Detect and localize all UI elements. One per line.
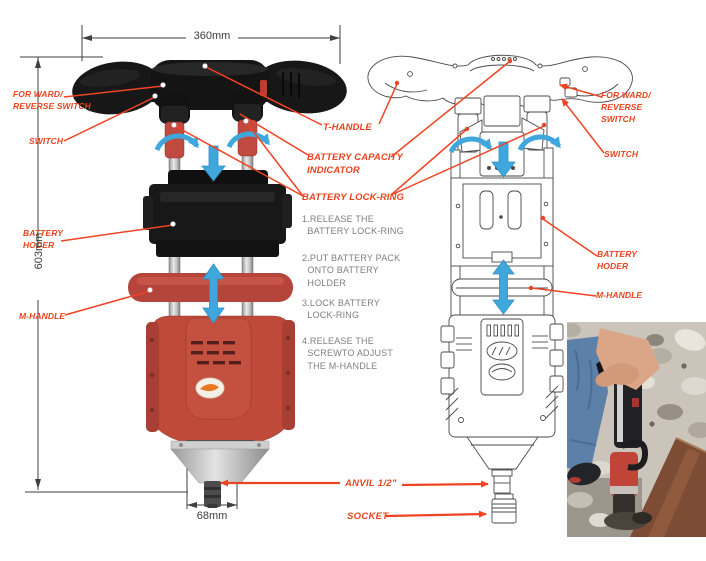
label-t-handle: T-HANDLE bbox=[323, 122, 372, 133]
label-battery-holder-left: BATTERY HODER bbox=[23, 228, 64, 250]
motor-body-shape bbox=[146, 315, 295, 449]
up-down-arrow-icon bbox=[202, 263, 225, 324]
instruction-step-3: 3.LOCK BATTERY LOCK-RING bbox=[302, 298, 380, 321]
leader-lines bbox=[60, 58, 605, 518]
rotation-arrow-icon bbox=[448, 136, 493, 154]
label-anvil: ANVIL 1/2" bbox=[345, 478, 397, 489]
label-forward-reverse-switch-right: FOR WARD/ REVERSE SWITCH bbox=[601, 90, 651, 124]
dimension-bottom-width: 68mm bbox=[196, 510, 228, 522]
label-socket: SOCKET bbox=[347, 511, 389, 522]
label-forward-reverse-switch-left: FOR WARD/ REVERSE SWITCH bbox=[13, 89, 91, 111]
label-switch-left: SWITCH bbox=[29, 136, 64, 146]
label-battery-lock-ring: BATTERY LOCK-RING bbox=[302, 192, 404, 203]
front-cone-shape bbox=[170, 440, 270, 484]
down-arrow-icon bbox=[491, 141, 516, 178]
rotation-arrow-icon bbox=[226, 131, 271, 149]
anvil-shape bbox=[204, 481, 221, 508]
instruction-step-4: 4.RELEASE THE SCREWTO ADJUST THE M-HANDL… bbox=[302, 336, 394, 371]
label-m-handle-left: M-HANDLE bbox=[19, 311, 66, 321]
dimension-left-height: 603mm bbox=[33, 232, 45, 270]
socket-outline bbox=[491, 493, 517, 524]
dimension-lines bbox=[20, 25, 341, 509]
instruction-step-1: 1.RELEASE THE BATTERY LOCK-RING bbox=[302, 214, 404, 237]
label-switch-right: SWITCH bbox=[604, 149, 639, 159]
dimension-top-width: 360mm bbox=[193, 30, 231, 42]
battery-holder-shape bbox=[143, 170, 292, 257]
label-battery-holder-right: BATTERY HODER bbox=[597, 249, 638, 271]
photo-inset bbox=[567, 322, 706, 537]
anvil-outline bbox=[491, 469, 513, 477]
t-handle-shape bbox=[72, 60, 347, 124]
label-battery-capacity-indicator: BATTERY CAPACITY INDICATOR bbox=[307, 152, 403, 177]
switch-shape bbox=[260, 80, 267, 96]
rotation-arrow-icon bbox=[154, 133, 200, 152]
rotation-arrow-icon bbox=[517, 134, 562, 152]
worker-hand bbox=[595, 328, 660, 390]
left-tool-illustration bbox=[72, 60, 347, 508]
label-m-handle-right: M-HANDLE bbox=[596, 290, 643, 300]
direction-arrows bbox=[154, 131, 562, 324]
up-down-arrow-icon bbox=[492, 259, 515, 315]
instruction-step-2: 2.PUT BATTERY PACK ONTO BATTERY HOLDER bbox=[302, 253, 401, 288]
